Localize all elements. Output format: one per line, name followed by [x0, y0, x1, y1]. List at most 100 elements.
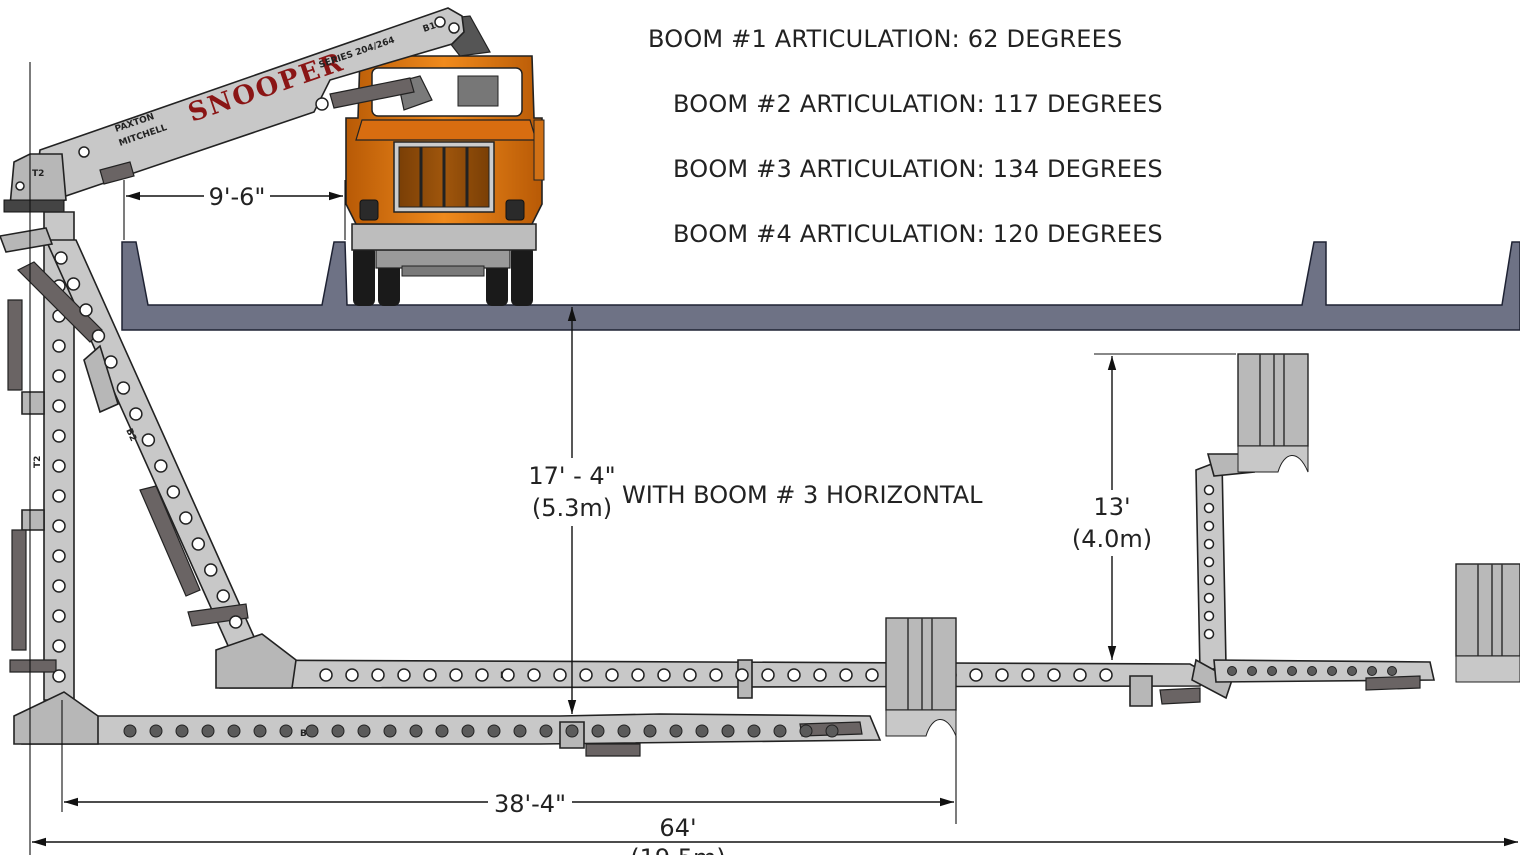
bolt-hole	[1367, 666, 1377, 676]
boom-4-right	[1213, 659, 1435, 691]
bolt-hole	[657, 668, 671, 682]
articulation-boom-4: BOOM #4 ARTICULATION: 120 DEGREES	[673, 220, 1163, 248]
bolt-hole	[1387, 666, 1397, 676]
bolt-hole	[787, 668, 801, 682]
bolt-hole	[52, 639, 66, 653]
bolt-hole	[501, 668, 515, 682]
bolt-hole	[52, 369, 66, 383]
bolt-hole	[1227, 666, 1237, 676]
bolt-hole	[825, 724, 839, 738]
bolt-hole	[175, 724, 189, 738]
bolt-hole	[721, 724, 735, 738]
bolt-hole	[129, 407, 143, 421]
bolt-hole	[1203, 592, 1215, 604]
bolt-hole	[1203, 556, 1215, 568]
bolt-hole	[279, 724, 293, 738]
turret: T2	[3, 153, 67, 213]
bolt-hole	[735, 668, 749, 682]
bolt-hole	[52, 579, 66, 593]
bolt-hole	[54, 251, 68, 265]
tag-b1: B1	[422, 21, 438, 35]
articulation-list: BOOM #1 ARTICULATION: 62 DEGREES BOOM #2…	[648, 25, 1163, 248]
dim-depth-note: WITH BOOM # 3 HORIZONTAL	[622, 481, 983, 509]
bolt-hole	[631, 668, 645, 682]
bolt-hole	[539, 724, 553, 738]
bolt-hole	[683, 668, 697, 682]
boom-3-upper: B3	[215, 633, 1205, 707]
bolt-hole	[813, 668, 827, 682]
bolt-hole	[617, 724, 631, 738]
bolt-hole	[761, 668, 775, 682]
bridge-deck	[121, 241, 1520, 331]
bolt-hole	[123, 724, 137, 738]
bolt-hole	[1327, 666, 1337, 676]
bolt-hole	[449, 668, 463, 682]
dim-depth-alt-metric: (4.0m)	[1072, 525, 1152, 553]
bolt-hole	[605, 668, 619, 682]
bolt-hole	[1073, 668, 1087, 682]
bolt-hole	[865, 668, 879, 682]
bolt-hole	[1267, 666, 1277, 676]
bolt-hole	[591, 724, 605, 738]
bolt-hole	[695, 724, 709, 738]
dimension-labels: 9'-6" 17' - 4" (5.3m) WITH BOOM # 3 HORI…	[209, 183, 1153, 855]
bolt-hole	[371, 668, 385, 682]
bolt-hole	[104, 355, 118, 369]
boom-3-lower: B3	[13, 691, 882, 757]
bolt-hole	[91, 329, 106, 343]
bolt-hole	[52, 669, 66, 683]
bolt-hole	[1047, 668, 1061, 682]
bolt-hole	[669, 724, 683, 738]
bolt-hole	[513, 724, 527, 738]
bolt-hole	[475, 668, 489, 682]
tag-t2: T2	[32, 169, 44, 179]
bolt-hole	[423, 668, 437, 682]
bolt-hole	[643, 724, 657, 738]
bolt-hole	[191, 537, 206, 551]
bolt-hole	[166, 485, 181, 499]
dim-reach-total: 64'	[659, 814, 696, 842]
bolt-hole	[52, 549, 66, 563]
bolt-hole	[357, 724, 371, 738]
bolt-hole	[52, 399, 66, 413]
bolt-hole	[52, 429, 66, 443]
tower-vertical: T2	[7, 211, 75, 701]
bolt-hole	[995, 668, 1009, 682]
bolt-hole	[1203, 502, 1215, 514]
bolt-hole	[154, 459, 168, 473]
bolt-hole	[409, 724, 423, 738]
bolt-hole	[179, 511, 193, 525]
bolt-hole	[253, 724, 267, 738]
articulation-boom-1: BOOM #1 ARTICULATION: 62 DEGREES	[648, 25, 1122, 53]
bolt-hole	[799, 724, 813, 738]
bolt-hole	[52, 519, 66, 533]
bolt-hole	[228, 615, 243, 629]
articulation-boom-2: BOOM #2 ARTICULATION: 117 DEGREES	[673, 90, 1163, 118]
bolt-hole	[1203, 610, 1215, 622]
bolt-hole	[79, 303, 93, 317]
bolt-hole	[141, 433, 156, 447]
bolt-hole	[747, 724, 761, 738]
basket-lower	[885, 617, 957, 737]
dim-reach-inner: 38'-4"	[494, 790, 566, 818]
bolt-hole	[839, 668, 853, 682]
bolt-hole	[227, 724, 241, 738]
bolt-hole	[116, 381, 131, 395]
bolt-hole	[1347, 666, 1357, 676]
articulation-boom-3: BOOM #3 ARTICULATION: 134 DEGREES	[673, 155, 1163, 183]
bolt-hole	[52, 609, 66, 623]
bolt-hole	[1099, 668, 1113, 682]
bolt-hole	[1203, 484, 1215, 496]
bolt-hole	[201, 724, 215, 738]
bolt-hole	[1203, 628, 1215, 640]
dim-depth-main: 17' - 4"	[528, 462, 615, 490]
bolt-hole	[149, 724, 163, 738]
bolt-hole	[319, 668, 333, 682]
bolt-hole	[331, 724, 345, 738]
bolt-hole	[1021, 668, 1035, 682]
bolt-hole	[52, 459, 66, 473]
dimension-lines	[29, 62, 1518, 855]
dim-depth-main-metric: (5.3m)	[532, 494, 612, 522]
bolt-hole	[435, 724, 449, 738]
